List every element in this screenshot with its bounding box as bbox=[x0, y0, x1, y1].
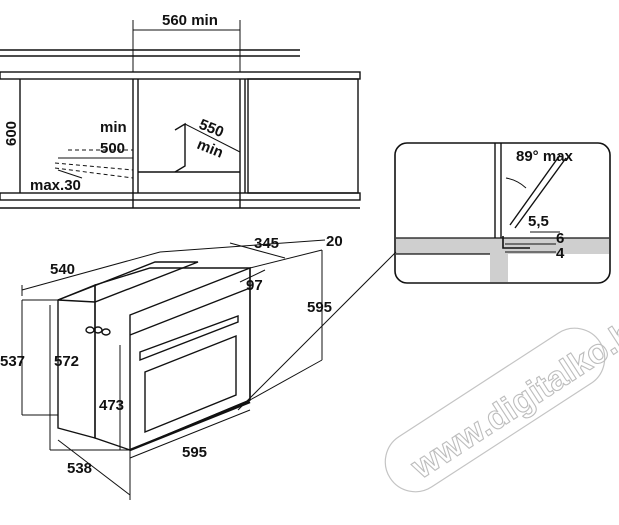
dim-4-label: 4 bbox=[556, 245, 565, 262]
vent-max-label: max.30 bbox=[30, 177, 81, 194]
oven-window bbox=[144, 334, 237, 434]
dim-line bbox=[129, 409, 251, 459]
vent-line bbox=[54, 167, 134, 179]
door-open-line bbox=[509, 154, 561, 226]
vent-hole bbox=[101, 328, 111, 336]
dim-line bbox=[239, 269, 266, 283]
height-473-label: 473 bbox=[99, 397, 124, 414]
detail-support bbox=[490, 254, 508, 282]
vent-hole bbox=[85, 326, 95, 334]
detail-bracket bbox=[502, 236, 530, 249]
dim-line bbox=[21, 251, 161, 291]
dim-line bbox=[229, 242, 286, 259]
oven-handle bbox=[139, 314, 239, 362]
width-595-label: 595 bbox=[182, 444, 207, 461]
depth-345-label: 345 bbox=[254, 235, 279, 252]
control-panel-line bbox=[129, 287, 251, 336]
dim-line bbox=[57, 439, 131, 496]
height-572-label: 572 bbox=[54, 353, 79, 370]
watermark: www.digitalko.hu bbox=[384, 302, 619, 493]
dim-6-label: 6 bbox=[556, 230, 564, 247]
depth-550-min-label: min bbox=[195, 136, 226, 162]
oven-labels: 540 345 20 97 595 537 572 473 595 538 bbox=[0, 233, 343, 477]
detail-inset bbox=[394, 142, 611, 284]
watermark-frame bbox=[384, 327, 606, 493]
angle-arc bbox=[505, 177, 527, 189]
depth-540-label: 540 bbox=[50, 261, 75, 278]
oven-dimensions bbox=[21, 239, 326, 500]
detail-labels: 89° max 5,5 6 4 bbox=[516, 148, 574, 262]
leader-line bbox=[237, 251, 397, 411]
dim-line bbox=[249, 249, 323, 269]
niche-labels: 560 min 600 min 500 550 min max.30 bbox=[3, 12, 226, 194]
height-600-label: 600 bbox=[3, 121, 20, 146]
height-537-label: 537 bbox=[0, 353, 25, 370]
height-595-label: 595 bbox=[307, 299, 332, 316]
dim-line bbox=[249, 359, 323, 401]
vent-line bbox=[54, 162, 134, 171]
depth-500-label: 500 bbox=[100, 140, 125, 157]
right-cabinet bbox=[247, 78, 359, 194]
gap-label: 5,5 bbox=[528, 213, 549, 230]
depth-538-label: 538 bbox=[67, 460, 92, 477]
angle-label: 89° max bbox=[516, 148, 574, 165]
depth-min-label: min bbox=[100, 119, 127, 136]
vent-arrow bbox=[57, 169, 83, 179]
dim-97-label: 97 bbox=[246, 277, 263, 294]
dim-20-label: 20 bbox=[326, 233, 343, 250]
door-open-line bbox=[514, 157, 567, 229]
oven-top bbox=[57, 261, 199, 303]
width-min-label: 560 min bbox=[162, 12, 218, 29]
vent-hole bbox=[93, 326, 103, 334]
dim-line bbox=[184, 123, 241, 153]
niche-back bbox=[174, 122, 186, 173]
niche-view bbox=[0, 20, 361, 209]
oven-body-outline bbox=[94, 267, 251, 451]
oven-base bbox=[129, 400, 251, 452]
base-shelf bbox=[0, 192, 361, 201]
upper-shelf bbox=[0, 71, 361, 80]
